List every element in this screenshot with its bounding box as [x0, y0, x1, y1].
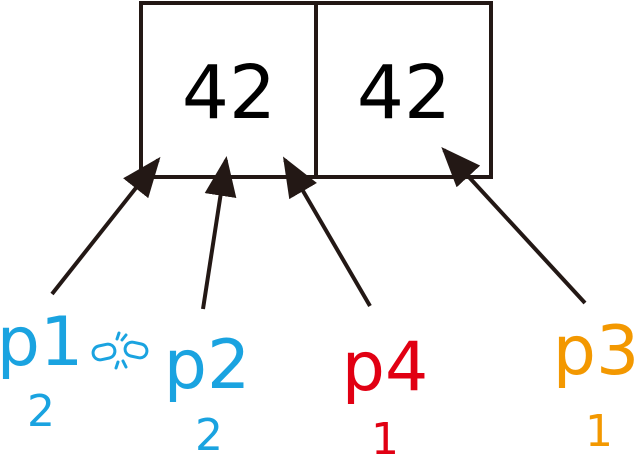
pointer-count-p3: 1 — [585, 406, 613, 457]
pointer-label-p3: p3 — [553, 312, 637, 391]
arrow-p1 — [50, 156, 161, 296]
pointer-count-p4: 1 — [371, 414, 399, 458]
cell-value-right: 42 — [357, 50, 451, 136]
cell-value-left: 42 — [182, 50, 276, 136]
pointer-label-p4: p4 — [342, 328, 428, 407]
pointer-count-p2: 2 — [195, 410, 223, 458]
arrow-p2 — [201, 156, 237, 310]
memory-cell-right: 42 — [314, 1, 493, 179]
pointer-count-p1: 2 — [27, 386, 55, 437]
broken-link-icon — [91, 331, 149, 370]
arrow-p4 — [282, 156, 372, 308]
arrow-p3 — [441, 147, 587, 305]
pointer-label-p1: p1 — [0, 303, 83, 382]
pointer-label-p2: p2 — [164, 326, 250, 405]
memory-cell-left: 42 — [139, 1, 318, 179]
